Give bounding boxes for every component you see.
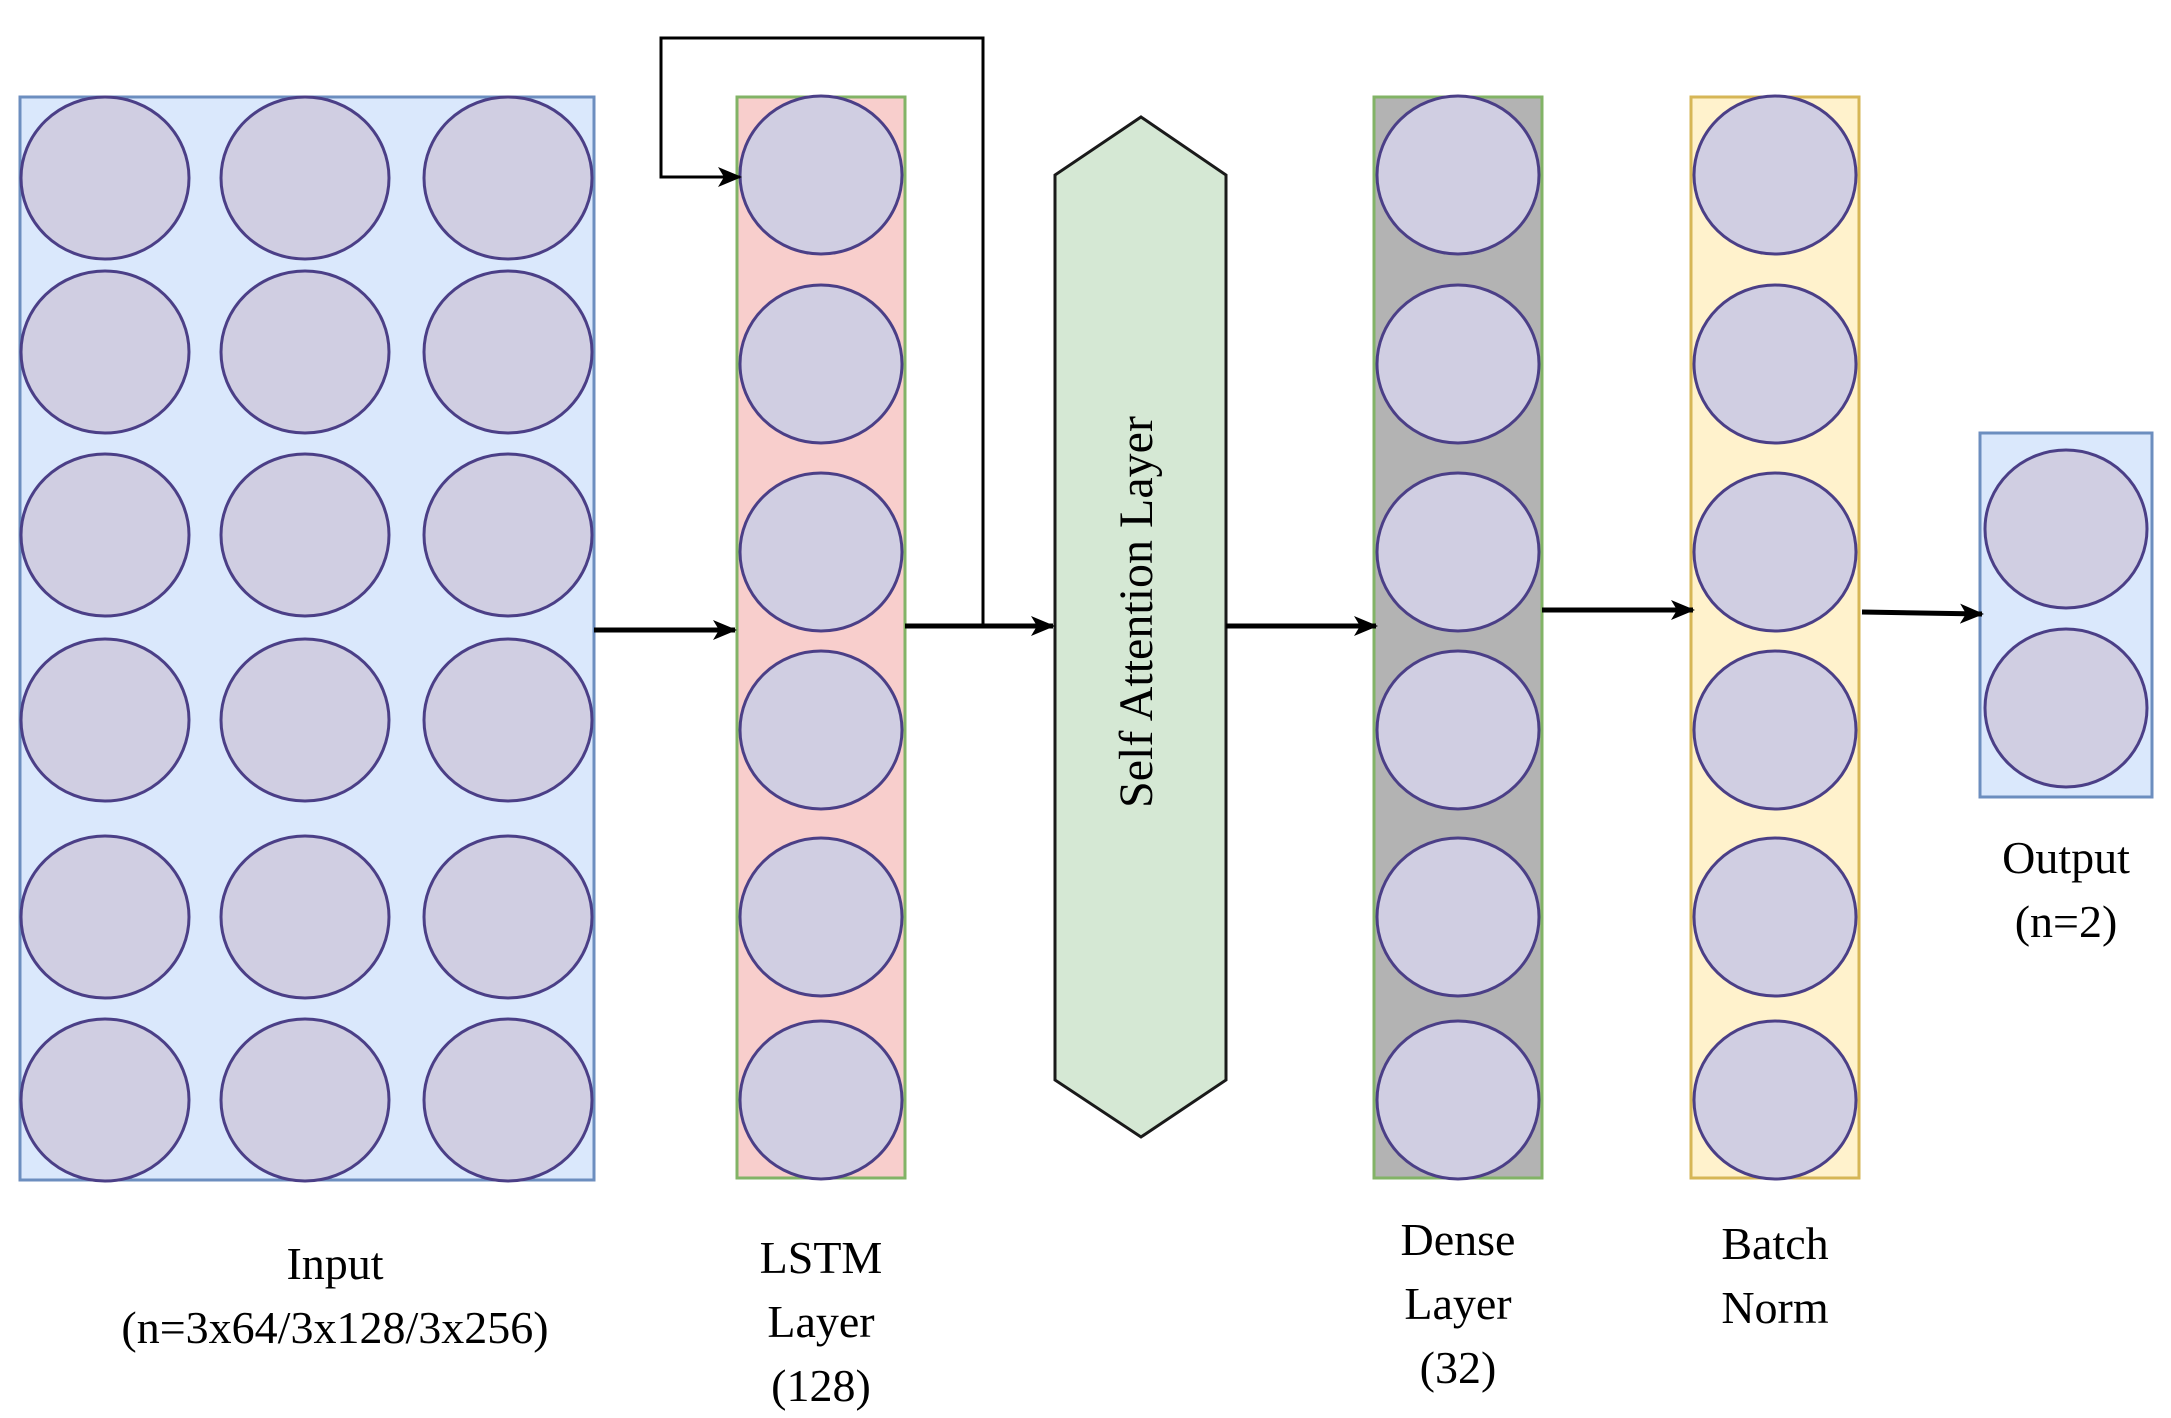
lstm-neuron xyxy=(738,836,904,998)
batchnorm-neuron xyxy=(1692,471,1858,633)
input-neuron xyxy=(219,834,391,1000)
recurrent-loop-path xyxy=(659,36,985,626)
batchnorm-neuron xyxy=(1692,1019,1858,1181)
lstm-recurrent-loop xyxy=(659,36,985,626)
dense-neuron xyxy=(1375,94,1541,256)
lstm-caption-line3: (128) xyxy=(771,1360,871,1411)
input-neuron xyxy=(422,452,594,618)
lstm-neuron xyxy=(738,649,904,811)
lstm-layer-box xyxy=(735,95,907,1180)
batchnorm-layer-box xyxy=(1689,95,1861,1180)
batchnorm-neuron xyxy=(1692,283,1858,445)
dense-caption-line3: (32) xyxy=(1419,1342,1497,1393)
input-caption-line1: Input xyxy=(286,1238,384,1289)
input-neuron xyxy=(219,452,391,618)
batchnorm-caption-line2: Norm xyxy=(1721,1282,1829,1333)
output-neurons xyxy=(1983,448,2149,789)
batchnorm-neuron xyxy=(1692,94,1858,256)
input-neuron xyxy=(19,95,191,261)
lstm-neurons xyxy=(738,94,904,1181)
input-neuron xyxy=(19,637,191,803)
input-neuron xyxy=(422,269,594,435)
dense-neuron xyxy=(1375,1019,1541,1181)
dense-neuron xyxy=(1375,649,1541,811)
output-neuron xyxy=(1983,627,2149,789)
self-attention-layer-shape xyxy=(1053,115,1228,1139)
lstm-neuron xyxy=(738,1019,904,1181)
input-neuron xyxy=(19,269,191,435)
input-neuron xyxy=(422,637,594,803)
dense-neuron xyxy=(1375,836,1541,998)
lstm-caption-line1: LSTM xyxy=(759,1232,883,1283)
dense-caption: Dense Layer (32) xyxy=(1358,1208,1558,1400)
input-caption: Input (n=3x64/3x128/3x256) xyxy=(60,1232,610,1360)
input-neuron xyxy=(219,95,391,261)
output-caption: Output (n=2) xyxy=(1966,826,2166,954)
self-attention-label: Self Attention Layer xyxy=(1110,416,1163,808)
input-neuron xyxy=(219,269,391,435)
input-neuron xyxy=(19,452,191,618)
batchnorm-caption: Batch Norm xyxy=(1675,1212,1875,1340)
lstm-caption: LSTM Layer (128) xyxy=(721,1226,921,1418)
input-neuron xyxy=(422,834,594,1000)
input-neuron xyxy=(19,1017,191,1183)
input-neuron xyxy=(219,1017,391,1183)
lstm-caption-line2: Layer xyxy=(767,1296,875,1347)
batchnorm-neuron xyxy=(1692,836,1858,998)
input-neuron xyxy=(422,95,594,261)
lstm-neuron xyxy=(738,283,904,445)
input-neuron xyxy=(19,834,191,1000)
connections xyxy=(594,600,1984,640)
output-caption-line2: (n=2) xyxy=(2014,896,2118,947)
input-neuron xyxy=(219,637,391,803)
dense-layer-box xyxy=(1372,95,1544,1180)
output-neuron xyxy=(1983,448,2149,610)
input-caption-line2: (n=3x64/3x128/3x256) xyxy=(121,1302,549,1353)
arrow-batchnorm-to-output xyxy=(1861,603,1984,624)
dense-neuron xyxy=(1375,283,1541,445)
batchnorm-caption-line1: Batch xyxy=(1721,1218,1829,1269)
dense-neurons xyxy=(1375,94,1541,1181)
dense-neuron xyxy=(1375,471,1541,633)
output-caption-line1: Output xyxy=(2002,832,2130,883)
lstm-neuron xyxy=(738,471,904,633)
batchnorm-neurons xyxy=(1692,94,1858,1181)
input-neuron xyxy=(422,1017,594,1183)
dense-caption-line1: Dense xyxy=(1400,1214,1516,1265)
dense-caption-line2: Layer xyxy=(1404,1278,1512,1329)
batchnorm-neuron xyxy=(1692,649,1858,811)
input-neurons xyxy=(19,95,594,1183)
lstm-neuron xyxy=(738,94,904,256)
